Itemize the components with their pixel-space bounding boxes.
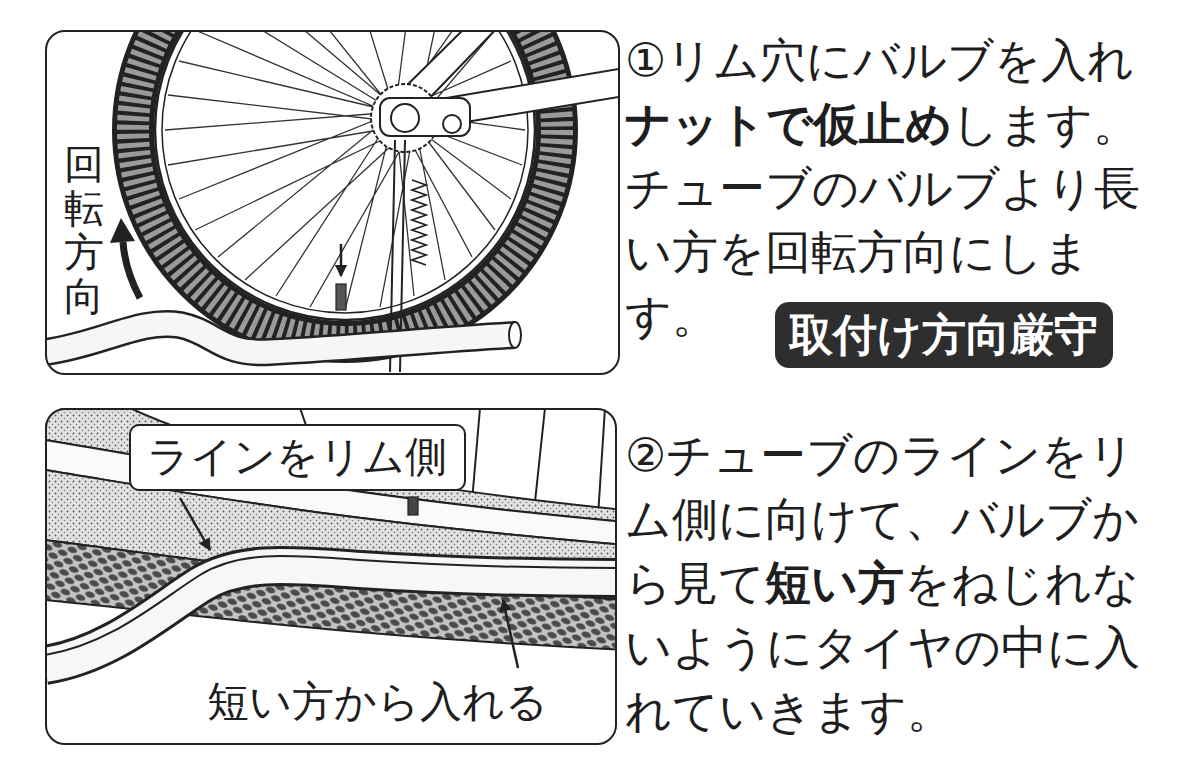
tire-tread <box>133 30 557 342</box>
hub-brake <box>380 98 470 136</box>
valve <box>408 497 418 515</box>
tire <box>133 30 557 342</box>
instruction-text: ①リム穴にバルブを入れ <box>625 33 1134 87</box>
warning-text: 取付け方向厳守 <box>789 306 1098 363</box>
tube-outline <box>45 324 515 352</box>
tube-line <box>45 556 617 655</box>
rotation-arrow-head <box>110 218 135 243</box>
warning-badge: 取付け方向厳守 <box>775 302 1113 368</box>
rim-inner <box>162 30 528 313</box>
callout-text: ラインをリム側 <box>147 430 447 485</box>
leader-arrow <box>180 498 210 550</box>
instruction-paragraph: ②チューブのラインをリム側に向けて、バルブから見て短い方をねじれないようにタイヤ… <box>625 423 1155 743</box>
tube <box>45 566 617 665</box>
tire-closeup-illustration <box>45 408 617 745</box>
rotation-arrow <box>123 242 140 298</box>
tube <box>45 324 515 352</box>
rotation-direction-label: 回転方向 <box>64 142 104 318</box>
instruction-paragraph: ①リム穴にバルブを入れナットで仮止めします。チューブのバルブより長い方を回転方向… <box>625 28 1155 348</box>
callout-box: ラインをリム側 <box>129 424 466 491</box>
emphasis-text: ナットで仮止め <box>625 97 952 151</box>
rim <box>155 30 535 320</box>
instruction-callout: 短い方から入れる <box>205 676 550 729</box>
wheel-illustration <box>45 30 620 375</box>
tube-end <box>509 322 521 348</box>
illustration-panel: 回転方向 <box>45 30 620 375</box>
axle-nut <box>443 115 461 133</box>
valve <box>336 284 346 310</box>
stand-spring <box>412 180 426 265</box>
hub <box>391 104 419 132</box>
spokes <box>165 30 525 310</box>
tube-outline <box>45 566 617 665</box>
valve-pointer <box>340 244 343 276</box>
illustration-panel: 短い方から入れる ラインをリム側 <box>45 408 617 745</box>
leader-arrow <box>503 600 518 668</box>
emphasis-text: 短い方 <box>765 556 904 610</box>
